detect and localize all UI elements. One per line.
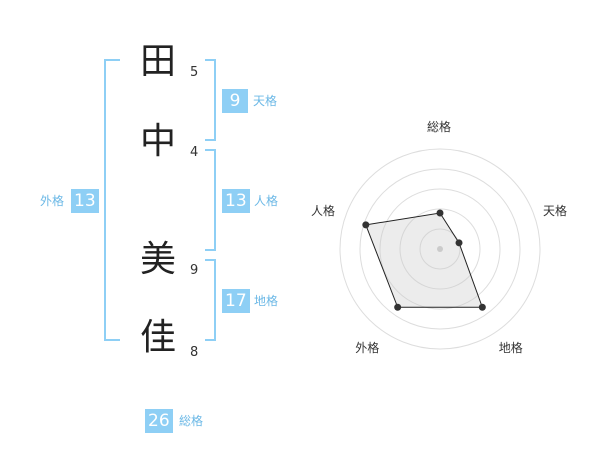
tenkaku-value: 9 xyxy=(222,89,248,113)
stroke-count-3: 9 xyxy=(190,263,199,278)
name-char-2: 中 xyxy=(139,121,176,162)
name-char-3: 美 xyxy=(139,239,176,280)
name-char-4: 佳 xyxy=(139,317,176,358)
radar-ring-3 xyxy=(379,188,501,310)
radar-axis-label-3: 地格 xyxy=(498,340,523,355)
radar-ring-2 xyxy=(399,208,481,290)
chikaku-bracket xyxy=(205,259,216,341)
soukaku-value: 26 xyxy=(145,409,173,433)
radar-axis-label-4: 外格 xyxy=(355,340,380,355)
stroke-count-1: 5 xyxy=(190,65,199,80)
jinkaku-bracket xyxy=(205,149,216,251)
radar-center xyxy=(437,246,443,252)
tenkaku-bracket xyxy=(205,59,216,141)
gaikaku-bracket xyxy=(104,59,120,341)
radar-point-1 xyxy=(436,209,444,217)
radar-ring-1 xyxy=(419,228,461,270)
radar-point-3 xyxy=(478,303,486,311)
tenkaku-label: 天格 xyxy=(253,94,278,108)
radar-point-4 xyxy=(394,303,402,311)
stroke-count-2: 4 xyxy=(190,145,199,160)
radar-axis-label-2: 天格 xyxy=(543,204,568,219)
jinkaku-label: 人格 xyxy=(254,194,279,208)
gaikaku-label: 外格 xyxy=(40,194,65,208)
chikaku-label: 地格 xyxy=(254,294,279,308)
radar-axis-label-5: 人格 xyxy=(310,204,335,219)
jinkaku-value: 13 xyxy=(222,189,250,213)
chikaku-value: 17 xyxy=(222,289,250,313)
radar-point-2 xyxy=(455,239,463,247)
radar-point-5 xyxy=(362,221,370,229)
gaikaku-value: 13 xyxy=(71,189,99,213)
stroke-count-4: 8 xyxy=(190,345,199,360)
name-char-1: 田 xyxy=(139,41,176,82)
radar-polygon xyxy=(365,212,484,308)
soukaku-label: 総格 xyxy=(179,414,204,428)
radar-ring-5 xyxy=(339,148,541,350)
radar-axis-label-1: 総格 xyxy=(427,120,452,134)
radar-ring-4 xyxy=(359,168,521,330)
